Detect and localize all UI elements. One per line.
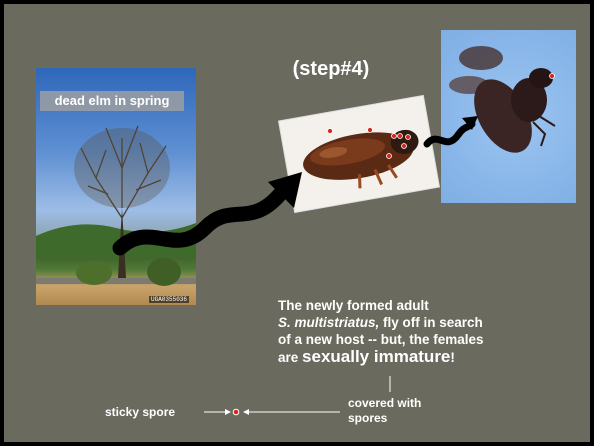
description-line-1: The newly formed adult [278,297,548,314]
spore-dot-icon [328,74,555,159]
description-text: The newly formed adult S. multistriatus,… [278,297,548,366]
covered-label-line-2: spores [348,411,421,426]
description-line-2-rest: fly off in search [379,315,483,330]
curvy-arrow-icon [120,172,302,248]
description-line-4-pre: are [278,350,302,365]
covered-label-line-1: covered with [348,396,421,411]
description-line-2: S. multistriatus, fly off in search [278,314,548,331]
description-line-4-post: ! [450,350,455,365]
description-line-4: are sexually immature! [278,348,548,366]
legend-spore-icon [233,409,239,415]
sticky-spore-label: sticky spore [105,405,175,419]
description-line-3: of a new host -- but, the females [278,331,548,348]
species-name: S. multistriatus, [278,315,379,330]
covered-spores-label: covered with spores [348,396,421,426]
emphasis-text: sexually immature [302,347,450,366]
curvy-arrow-icon [427,116,478,144]
